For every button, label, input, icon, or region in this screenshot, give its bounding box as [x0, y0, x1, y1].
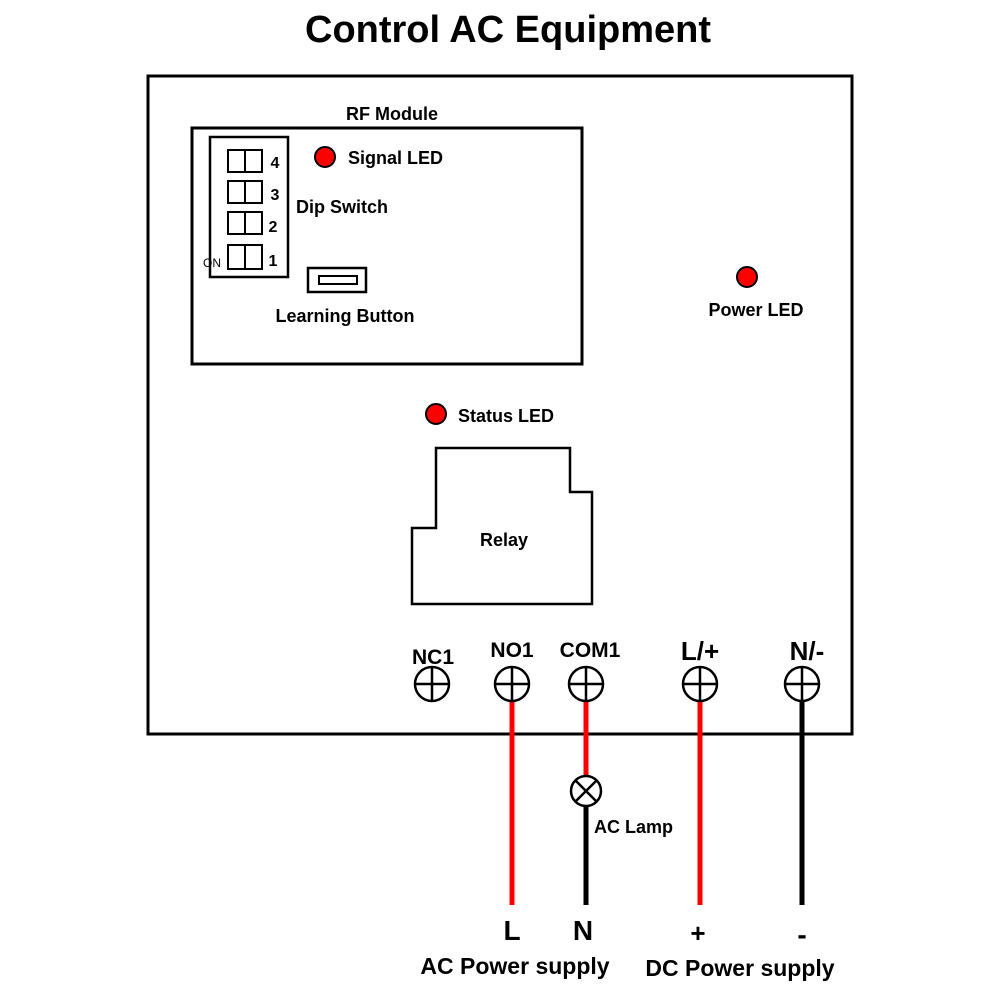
dip-position-1-label: 1	[269, 253, 278, 270]
terminal-com1-label: COM1	[560, 639, 621, 662]
dip-position-3-label: 3	[271, 187, 280, 204]
terminal-no1-label: NO1	[490, 639, 534, 662]
diagram-title: Control AC Equipment	[305, 9, 711, 51]
relay-label: Relay	[480, 530, 528, 550]
dc-power-supply-label: DC Power supply	[645, 955, 834, 981]
power-led-label: Power LED	[708, 300, 803, 320]
dip-switch-toggle-2[interactable]	[227, 211, 263, 235]
signal-led	[314, 146, 336, 168]
dip-switch-toggle-3[interactable]	[227, 180, 263, 204]
dip-switch-toggle-4[interactable]	[227, 149, 263, 173]
power-led	[736, 266, 758, 288]
dip-position-2-label: 2	[269, 219, 278, 236]
ac-l-label: L	[503, 915, 520, 946]
terminal-nc1-screw[interactable]	[413, 665, 451, 703]
dip-position-4-label: 4	[271, 155, 280, 172]
status-led	[425, 403, 447, 425]
ac-power-supply-label: AC Power supply	[420, 953, 609, 979]
signal-led-label: Signal LED	[348, 148, 443, 168]
status-led-label: Status LED	[458, 406, 554, 426]
relay-outline	[410, 446, 594, 606]
terminal-nc1-label: NC1	[412, 646, 454, 669]
dc-plus-label: +	[690, 918, 705, 948]
terminal-n-minus-screw[interactable]	[783, 665, 821, 703]
dip-switch-toggle-1[interactable]	[227, 244, 263, 270]
rf-module-label: RF Module	[346, 104, 438, 124]
terminal-n-minus-label: N/-	[790, 636, 825, 666]
terminal-l-plus-screw[interactable]	[681, 665, 719, 703]
learning-button-label: Learning Button	[276, 306, 415, 326]
terminal-com1-screw[interactable]	[567, 665, 605, 703]
dip-switch-label: Dip Switch	[296, 197, 388, 217]
terminal-l-plus-label: L/+	[681, 636, 719, 666]
dc-minus-label: -	[797, 919, 806, 950]
ac-n-label: N	[573, 915, 593, 946]
ac-lamp-icon	[569, 774, 603, 808]
terminal-no1-screw[interactable]	[493, 665, 531, 703]
ac-lamp-label: AC Lamp	[594, 817, 673, 837]
dip-on-label: ON	[203, 256, 221, 270]
learning-button[interactable]	[306, 266, 368, 294]
